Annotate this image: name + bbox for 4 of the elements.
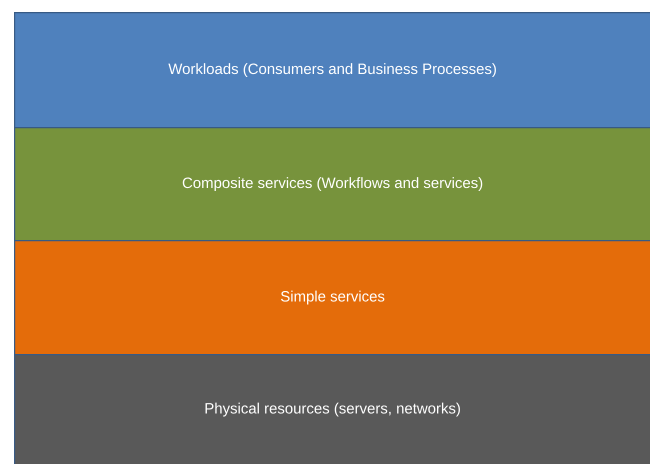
layer-band: Composite services (Workflows and services) [14, 127, 650, 242]
layer-band: Physical resources (servers, networks) [14, 354, 650, 464]
layer-band: Simple services [14, 240, 650, 356]
layer-band: Workloads (Consumers and Business Processes) [14, 12, 650, 128]
